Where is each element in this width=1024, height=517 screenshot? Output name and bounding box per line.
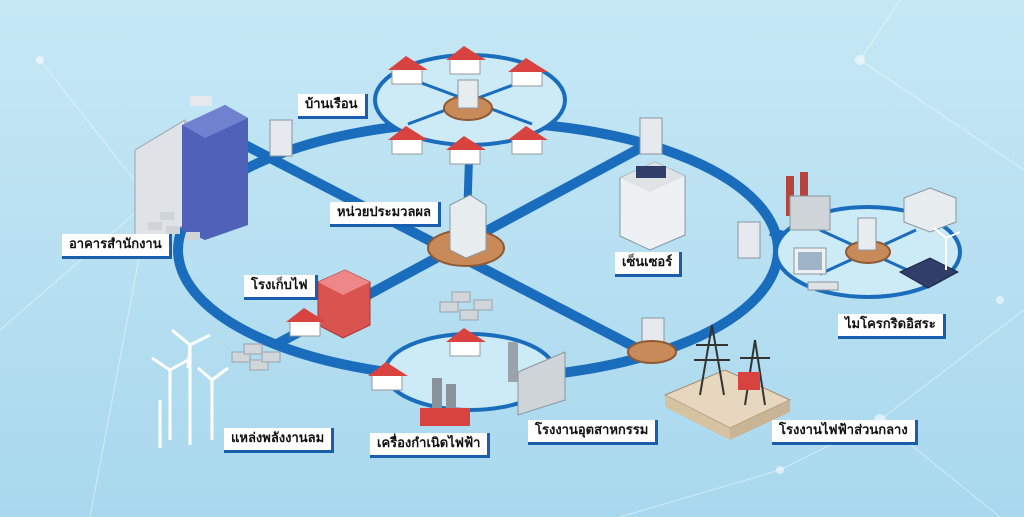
label-central-plant: โรงงานไฟฟ้าส่วนกลาง [772,420,918,445]
solar-panel-icon [636,166,666,178]
computer-icon [793,247,839,291]
label-processing: หน่วยประมวลผล [330,202,442,227]
house-icon [508,126,548,155]
storage-units [231,343,281,371]
label-homes: บ้านเรือน [298,94,368,119]
house-icon [446,46,486,75]
server-icon [857,217,877,251]
house-icon [368,362,408,391]
plant-hub [627,340,677,364]
factory-icon [786,172,831,231]
label-wind: แหล่งพลังงานลม [224,428,335,453]
solar-panel-icon [898,257,960,289]
sensor-building [619,161,686,251]
wind-turbine-icon [933,227,961,270]
house-icon [508,58,548,87]
label-storage: โรงเก็บไฟ [244,275,318,300]
factory-icon [420,378,470,426]
data-center-icon [903,187,957,233]
wind-turbine-icon [151,328,229,448]
microgrid-cluster [774,172,962,299]
office-building-icon [134,96,248,251]
server-icon [449,194,487,259]
label-office: อาคารสำนักงาน [62,234,172,259]
data-center-icon [737,221,761,259]
server-icon [457,79,479,109]
label-generator: เครื่องกำเนิดไฟฟ้า [370,433,491,458]
house-icon [388,56,428,85]
generator-cluster [368,328,566,426]
house-icon [289,319,321,337]
house-icon [446,328,486,357]
homes-cluster [373,46,567,165]
label-microgrid: ไมโครกริดอิสระ [838,314,946,339]
data-center-icon [269,119,293,157]
house-icon [446,136,486,165]
power-tower-icon [663,324,792,440]
processing-hub [427,194,505,267]
house-icon [388,126,428,155]
storage-units [439,291,493,321]
battery-storage-icon [286,269,371,339]
label-industry: โรงงานอุตสาหกรรม [528,420,659,445]
factory-icon [508,342,566,416]
data-center-icon [639,117,663,155]
label-sensor: เซ็นเซอร์ [615,252,683,277]
